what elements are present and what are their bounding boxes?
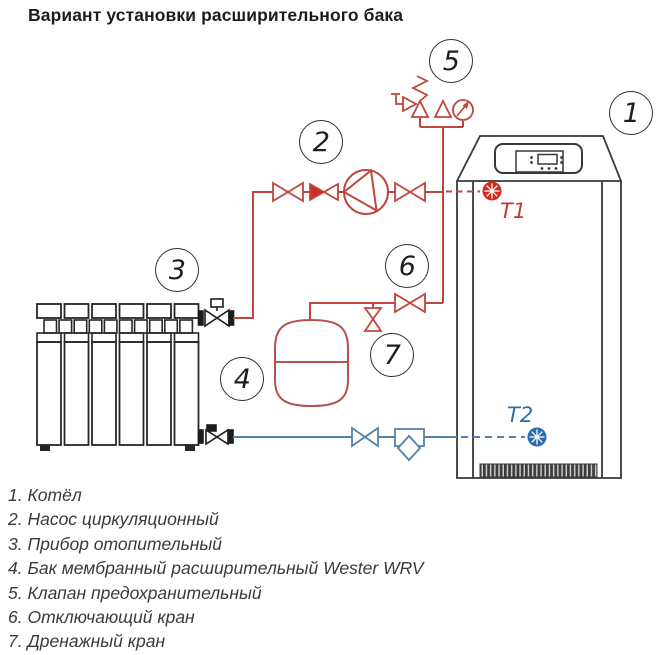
safety-valve-icon — [391, 75, 430, 118]
boiler-handle — [494, 143, 583, 174]
filter-strainer — [394, 428, 425, 462]
legend-item-pump: 2. Насос циркуляционный — [8, 509, 219, 530]
pressure-gauge-icon — [452, 99, 474, 121]
legend: 1. Котёл 2. Насос циркуляционный 3. Приб… — [8, 483, 424, 654]
boiler — [456, 135, 622, 479]
isolation-valve-left — [272, 181, 304, 203]
isolation-valve-right — [394, 181, 426, 203]
radiator-valve-top — [197, 298, 235, 328]
t1-label: T1 — [500, 199, 527, 223]
callout-7-drain-valve: 7 — [370, 333, 415, 378]
t2-sensor-icon — [527, 427, 547, 447]
callout-4-tank: 4 — [220, 357, 265, 402]
radiator-header-row — [36, 303, 200, 319]
safety-valve-outlet-triangle — [402, 95, 418, 113]
legend-item-radiator: 3. Прибор отопительный — [8, 533, 223, 554]
pump-symbol — [342, 168, 389, 215]
legend-item-shutoff: 6. Отключающий кран — [8, 607, 195, 628]
legend-item-boiler: 1. Котёл — [8, 485, 82, 505]
valve-knob — [210, 298, 224, 308]
boiler-control-panel — [515, 150, 564, 173]
safety-valve-spring — [410, 75, 430, 102]
callout-5-safety-valve: 5 — [429, 39, 474, 84]
radiator-nipple-row — [43, 319, 194, 334]
drain-valve — [363, 307, 383, 332]
boiler-grille — [479, 463, 598, 478]
expansion-tank — [274, 318, 349, 408]
boiler-display — [537, 153, 558, 165]
radiator-sections — [36, 341, 200, 446]
legend-item-tank: 4. Бак мембранный расширительный Wester … — [8, 558, 424, 579]
return-valve — [351, 426, 379, 448]
page-title: Вариант установки расширительного бака — [28, 5, 404, 25]
t2-label: T2 — [507, 403, 534, 427]
callout-6-shutoff-valve: 6 — [385, 244, 430, 289]
callout-3-radiator: 3 — [155, 248, 200, 293]
legend-item-safety-valve: 5. Клапан предохранительный — [8, 582, 262, 603]
legend-item-drain: 7. Дренажный кран — [8, 631, 166, 652]
radiator-feet — [40, 445, 195, 451]
radiator — [36, 303, 200, 451]
boiler-body — [456, 135, 622, 479]
radiator-collector-row — [36, 332, 200, 343]
t1-sensor-icon — [482, 181, 502, 201]
callout-1-boiler: 1 — [609, 91, 654, 136]
valve-knob — [206, 424, 217, 432]
hot-supply-pipe — [233, 117, 480, 320]
shutoff-valve — [394, 292, 426, 314]
boiler-buttons — [530, 156, 563, 170]
air-vent-icon — [433, 98, 453, 118]
radiator-valve-bottom — [197, 424, 234, 446]
check-valve — [309, 182, 339, 202]
callout-2-pump: 2 — [299, 120, 344, 165]
